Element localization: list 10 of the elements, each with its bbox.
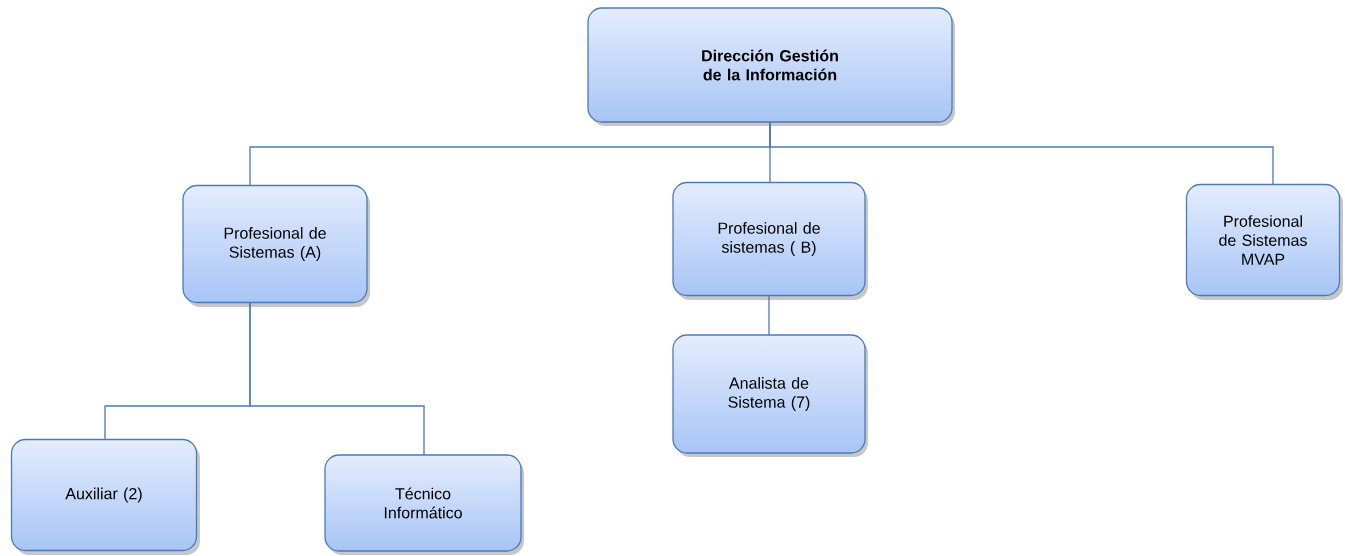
org-box: Profesional de Sistemas MVAP (1185, 183, 1343, 300)
org-box: Auxiliar (2) (10, 438, 200, 555)
org-box: Dirección Gestión de la Información (587, 7, 955, 126)
connector-line (768, 295, 770, 336)
connector-line (249, 302, 425, 456)
connector-line (769, 121, 1274, 186)
org-box: Analista de Sistema (7) (672, 334, 868, 457)
org-box: Profesional de sistemas ( B) (672, 181, 868, 300)
org-box: Profesional de Sistemas (A) (182, 184, 370, 307)
org-box: Técnico Informático (324, 454, 524, 555)
